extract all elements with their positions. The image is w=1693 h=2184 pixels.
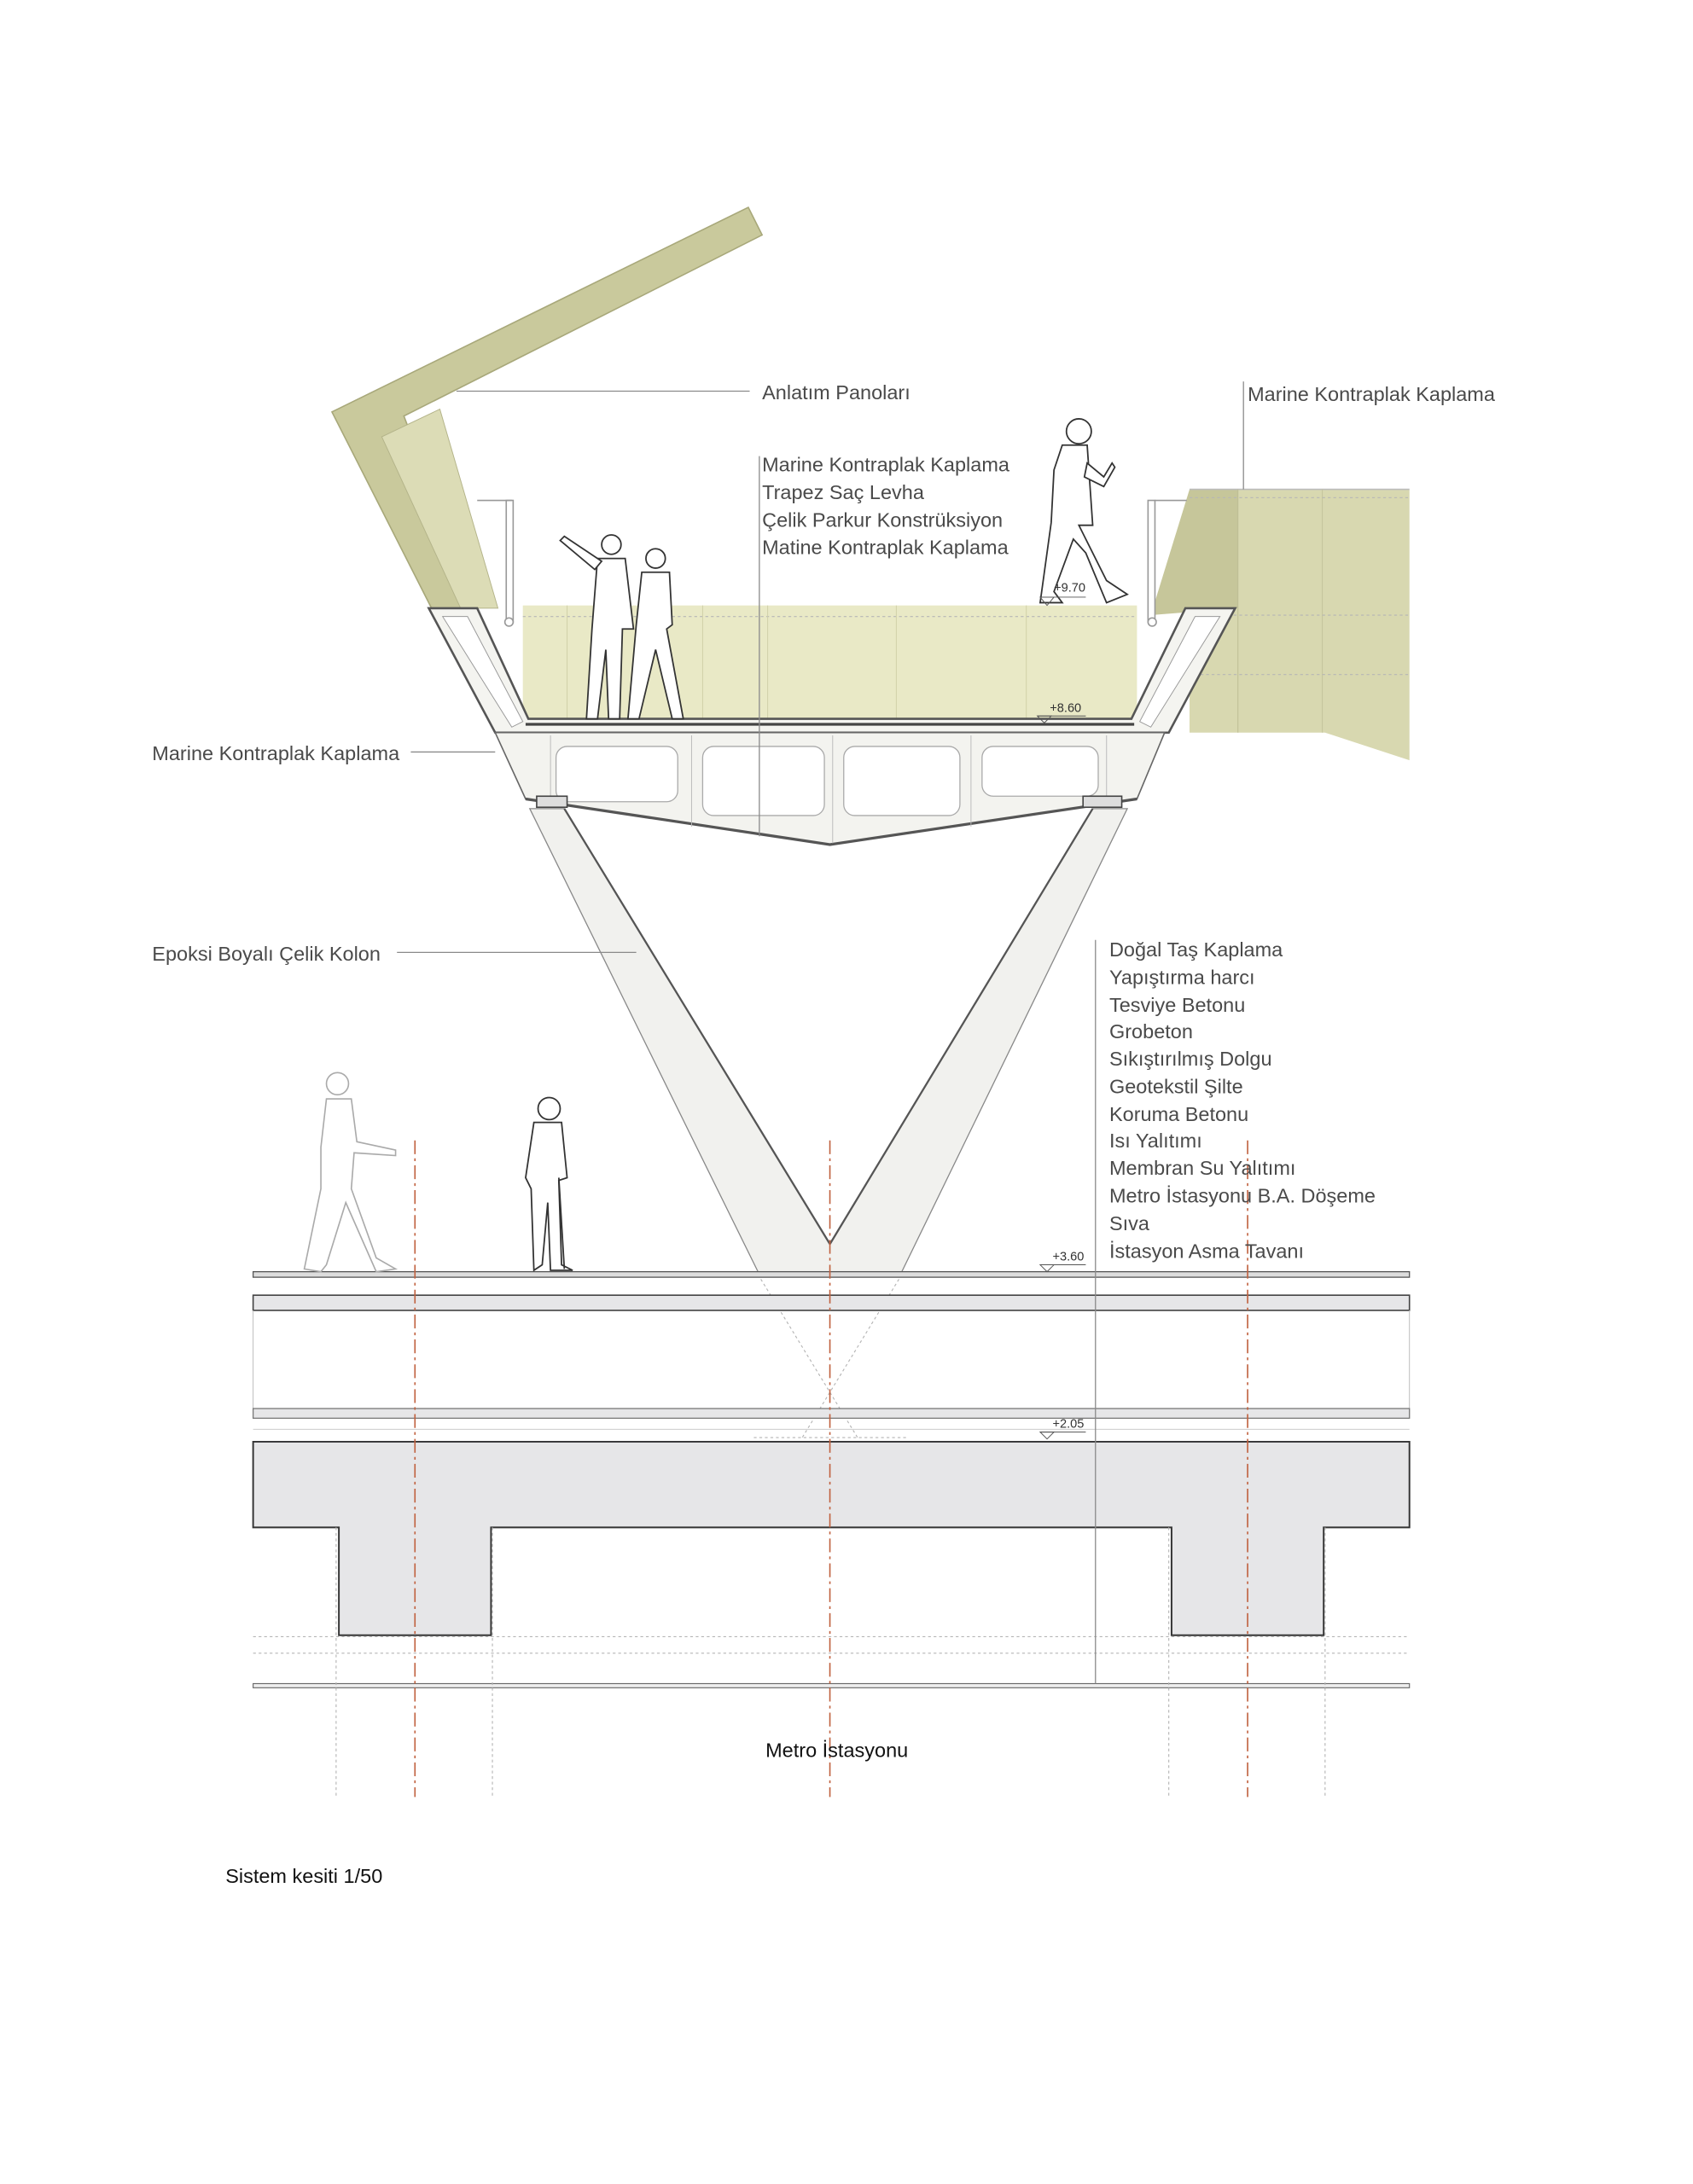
steel-box-beam <box>494 731 1166 846</box>
svg-text:Doğal Taş Kaplama: Doğal Taş Kaplama <box>1109 938 1283 961</box>
svg-text:+3.60: +3.60 <box>1053 1251 1085 1264</box>
svg-text:Trapez Saç Levha: Trapez Saç Levha <box>762 481 925 503</box>
person-walking-phone <box>1038 418 1129 604</box>
v-steel-column <box>528 808 1129 1438</box>
railing <box>477 499 1187 627</box>
svg-text:+2.05: +2.05 <box>1053 1418 1085 1432</box>
station-label: Metro İstasyonu <box>765 1739 908 1761</box>
elderly-person-with-cane <box>525 1096 573 1272</box>
metro-station-ba-slab <box>252 1440 1411 1798</box>
person-standing <box>626 548 684 720</box>
svg-text:Yapıştırma harcı: Yapıştırma harcı <box>1109 967 1255 989</box>
svg-text:Geotekstil Şilte: Geotekstil Şilte <box>1109 1076 1243 1098</box>
svg-text:+9.70: +9.70 <box>1054 581 1085 595</box>
structural-axes <box>414 1140 1248 1798</box>
label-column: Epoksi Boyalı Çelik Kolon <box>152 943 381 965</box>
svg-text:+8.60: +8.60 <box>1050 701 1081 715</box>
svg-text:Membran Su Yalıtımı: Membran Su Yalıtımı <box>1109 1157 1295 1179</box>
level-marker-2-05: +2.05 <box>1038 1418 1086 1440</box>
label-marine-left: Marine Kontraplak Kaplama <box>152 742 400 764</box>
walkway-deck <box>427 605 1237 735</box>
leader-lines <box>397 381 1244 1684</box>
level-marker-3-60: +3.60 <box>1038 1251 1086 1273</box>
svg-text:Çelik Parkur Konstrüksiyon: Çelik Parkur Konstrüksiyon <box>762 508 1003 531</box>
level-marker-8-60: +8.60 <box>1036 701 1086 724</box>
svg-text:İstasyon Asma Tavanı: İstasyon Asma Tavanı <box>1109 1240 1304 1262</box>
svg-text:Sıva: Sıva <box>1109 1212 1150 1234</box>
drawing-caption: Sistem kesiti 1/50 <box>225 1865 382 1887</box>
svg-text:Sıkıştırılmış Dolgu: Sıkıştırılmış Dolgu <box>1109 1048 1272 1070</box>
svg-text:Metro İstasyonu B.A. Döşeme: Metro İstasyonu B.A. Döşeme <box>1109 1185 1376 1207</box>
ground-layer-labels: Doğal Taş Kaplama Yapıştırma harcı Tesvi… <box>1109 938 1376 1262</box>
person-pointing <box>559 534 635 720</box>
information-panel-roof <box>330 206 764 609</box>
ground-slab <box>252 1270 1411 1430</box>
right-plywood-block <box>1150 488 1410 761</box>
level-marker-9-70: +9.70 <box>1038 581 1086 607</box>
svg-text:Grobeton: Grobeton <box>1109 1020 1193 1043</box>
deck-layer-labels: Marine Kontraplak Kaplama Trapez Saç Lev… <box>762 454 1010 559</box>
svg-text:Tesviye Betonu: Tesviye Betonu <box>1109 994 1245 1016</box>
svg-text:Isı Yalıtımı: Isı Yalıtımı <box>1109 1130 1202 1152</box>
label-marine-right: Marine Kontraplak Kaplama <box>1248 383 1496 405</box>
label-anlatim-panolari: Anlatım Panoları <box>762 381 910 404</box>
ghost-person-walking <box>303 1072 399 1273</box>
svg-text:Matine Kontraplak Kaplama: Matine Kontraplak Kaplama <box>762 537 1009 559</box>
svg-text:Koruma Betonu: Koruma Betonu <box>1109 1103 1248 1125</box>
svg-text:Marine Kontraplak Kaplama: Marine Kontraplak Kaplama <box>762 454 1010 476</box>
